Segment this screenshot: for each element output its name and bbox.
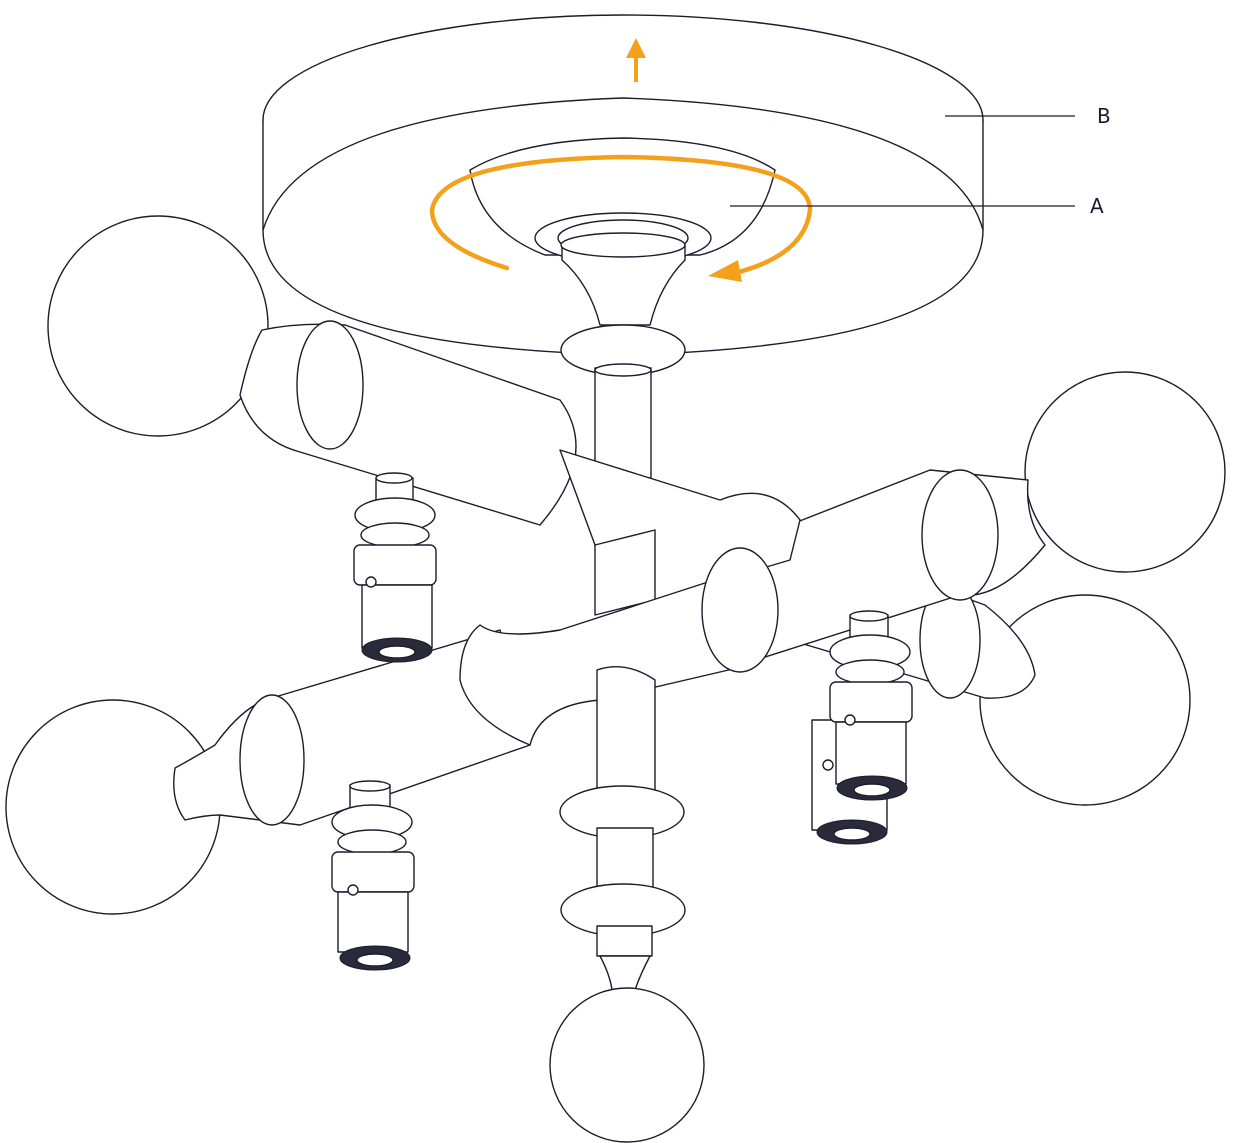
globe-upper-left: [47, 215, 269, 437]
globe-upper-right: [1024, 371, 1226, 573]
down-rod: [559, 666, 686, 991]
globe-right-back: [979, 594, 1191, 806]
arm-lower-left-end: [239, 694, 305, 826]
callout-label-a: A: [1090, 194, 1104, 218]
up-arrow-icon: [626, 38, 646, 82]
ceiling-canopy: [262, 14, 984, 479]
socket-upper-left: [353, 472, 437, 663]
arm-front-right-end: [701, 547, 779, 673]
socket-right-front: [829, 610, 913, 801]
arm-upper-right-end: [921, 469, 999, 601]
callout-label-b: B: [1097, 104, 1111, 128]
rotation-arrow-icon: [429, 154, 813, 282]
globe-bottom: [549, 987, 705, 1143]
arm-front-center: [459, 569, 751, 746]
socket-lower-left: [331, 780, 415, 971]
arm-upper-left-end: [296, 320, 364, 450]
